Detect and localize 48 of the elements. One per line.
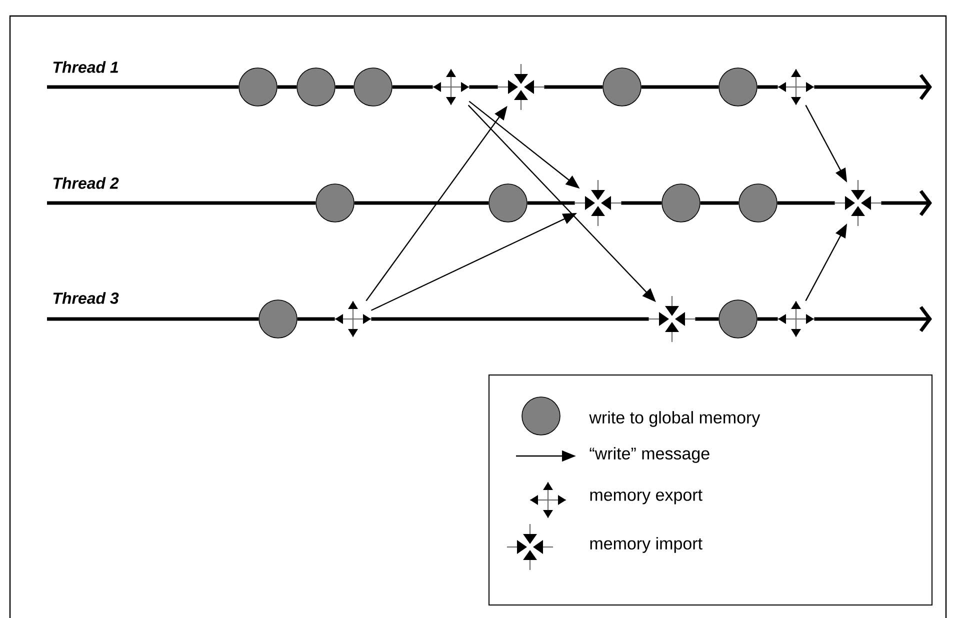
- legend-text: “write” message: [590, 447, 710, 463]
- timeline-line: [47, 317, 259, 321]
- write-circle: [296, 68, 336, 106]
- timeline-line: [354, 201, 489, 205]
- write-circle: [488, 184, 528, 222]
- timeline-arrow: [881, 190, 932, 216]
- export-symbol: [432, 68, 470, 106]
- write-circle: [316, 184, 354, 222]
- timeline-line: [695, 317, 719, 321]
- legend-text: memory export: [590, 490, 702, 504]
- timeline-line: [469, 85, 498, 89]
- legend-text: memory import: [590, 537, 702, 553]
- export-symbol: [778, 300, 814, 338]
- timeline-arrow: [814, 74, 932, 100]
- write-circle: [258, 300, 298, 338]
- write-circle: [354, 68, 392, 106]
- timeline-arrow: [814, 306, 932, 332]
- timeline-line: [757, 85, 778, 89]
- thread-label: Thread 3: [53, 292, 119, 304]
- import-symbol: [574, 180, 622, 226]
- thread-label: Thread 1: [53, 61, 118, 73]
- timeline-line: [700, 201, 739, 205]
- timeline-line: [392, 85, 433, 89]
- timeline-line: [621, 201, 662, 205]
- write-circle: [718, 68, 758, 106]
- timeline-line: [544, 85, 603, 89]
- timeline-line: [47, 85, 239, 89]
- timeline-line: [297, 317, 335, 321]
- timeline-line: [47, 201, 316, 205]
- write-circle: [738, 184, 778, 222]
- timeline-line: [641, 85, 719, 89]
- timeline-line: [777, 201, 835, 205]
- import-symbol: [648, 296, 696, 342]
- timeline-line: [371, 317, 649, 321]
- timeline-line: [527, 201, 575, 205]
- write-circle: [602, 68, 642, 106]
- thread-label: Thread 2: [53, 177, 119, 189]
- timeline-line: [335, 85, 354, 89]
- timeline-line: [757, 317, 778, 321]
- write-circle: [238, 68, 278, 106]
- import-symbol: [498, 64, 544, 110]
- write-circle: [718, 300, 758, 338]
- legend-text: write to global memory: [589, 411, 760, 427]
- export-symbol: [778, 68, 814, 106]
- timeline-line: [277, 85, 297, 89]
- import-symbol: [834, 180, 882, 226]
- export-symbol: [334, 300, 372, 338]
- write-circle: [662, 184, 700, 222]
